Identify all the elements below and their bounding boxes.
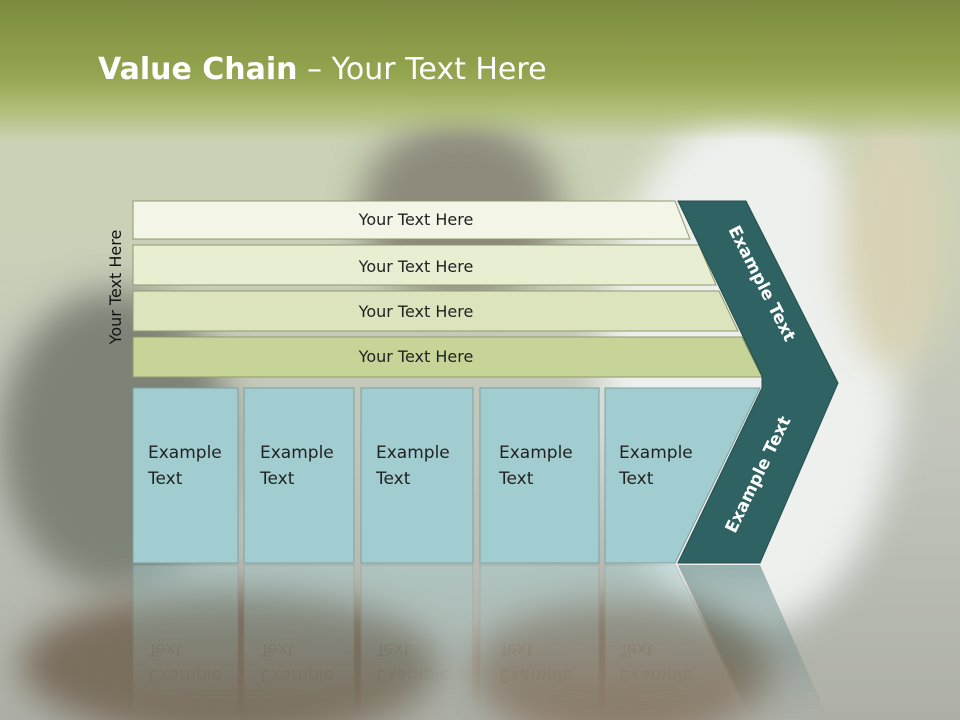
reflection-text: Text <box>375 639 411 659</box>
box-3 <box>360 387 474 564</box>
slide-title: Value Chain – Your Text Here <box>98 52 547 87</box>
reflection: Example Text Example Text Example Text E… <box>132 564 830 720</box>
bar-label: Your Text Here <box>358 257 474 276</box>
box-2 <box>243 387 355 564</box>
box-4 <box>479 387 600 564</box>
title-rest: – Your Text Here <box>297 52 547 87</box>
box-text: Text <box>498 469 534 489</box>
bar-label: Your Text Here <box>358 302 474 321</box>
reflection-text: Text <box>147 639 183 659</box>
reflection-text: Example <box>260 665 334 685</box>
box-text: Example <box>499 443 573 463</box>
box-text: Example <box>260 443 334 463</box>
reflection-text: Example <box>376 665 450 685</box>
bar-2 <box>132 244 717 286</box>
box-1 <box>132 387 239 564</box>
bar-3 <box>132 290 739 332</box>
title-banner: Value Chain – Your Text Here <box>0 0 960 140</box>
reflection-text: Text <box>618 639 654 659</box>
reflection-text: Text <box>259 639 295 659</box>
title-bold: Value Chain <box>98 52 298 87</box>
box-text: Example <box>148 443 222 463</box>
box-text: Text <box>618 469 654 489</box>
chevron-arrow <box>677 200 839 564</box>
box-text: Example <box>619 443 693 463</box>
box-text: Example <box>376 443 450 463</box>
bar-label: Your Text Here <box>358 210 474 229</box>
reflection-text: Example <box>619 665 693 685</box>
box-text: Text <box>375 469 411 489</box>
reflection-text: Example <box>148 665 222 685</box>
bar-1 <box>132 200 691 240</box>
box-text: Text <box>147 469 183 489</box>
reflection-text: Text <box>498 639 534 659</box>
box-5 <box>604 387 761 564</box>
reflection-text: Example <box>499 665 573 685</box>
bar-label: Your Text Here <box>358 347 474 366</box>
box-text: Text <box>259 469 295 489</box>
